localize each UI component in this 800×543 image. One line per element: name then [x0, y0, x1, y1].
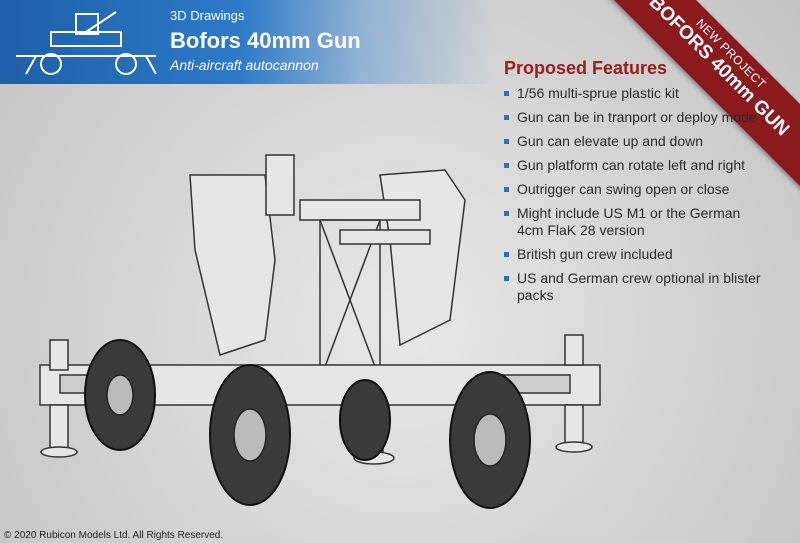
- feature-text: British gun crew included: [517, 246, 673, 262]
- feature-text: Might include US M1 or the German 4cm Fl…: [517, 205, 741, 238]
- bullet-icon: [504, 211, 509, 216]
- list-item: Might include US M1 or the German 4cm Fl…: [504, 205, 764, 239]
- bullet-icon: [504, 163, 509, 168]
- bullet-icon: [504, 276, 509, 281]
- header-kicker: 3D Drawings: [170, 8, 245, 23]
- feature-text: 1/56 multi-sprue plastic kit: [517, 85, 679, 101]
- features-panel: Proposed Features 1/56 multi-sprue plast…: [504, 58, 764, 311]
- gun-drawing: [39, 154, 601, 509]
- list-item: Gun can be in tranport or deploy mode: [504, 109, 764, 126]
- feature-text: US and German crew optional in blister p…: [517, 270, 761, 303]
- feature-text: Gun can be in tranport or deploy mode: [517, 109, 757, 125]
- features-title: Proposed Features: [504, 58, 668, 78]
- gun-thumbnail-icon: [16, 11, 157, 75]
- list-item: Outrigger can swing open or close: [504, 181, 764, 198]
- feature-text: Outrigger can swing open or close: [517, 181, 730, 197]
- feature-list: 1/56 multi-sprue plastic kit Gun can be …: [504, 85, 764, 304]
- bullet-icon: [504, 252, 509, 257]
- page-title: Bofors 40mm Gun: [170, 28, 361, 53]
- copyright-text: © 2020 Rubicon Models Ltd. All Rights Re…: [4, 530, 224, 541]
- list-item: Gun platform can rotate left and right: [504, 157, 764, 174]
- bullet-icon: [504, 91, 509, 96]
- list-item: British gun crew included: [504, 246, 764, 263]
- list-item: US and German crew optional in blister p…: [504, 270, 764, 304]
- list-item: Gun can elevate up and down: [504, 133, 764, 150]
- bullet-icon: [504, 187, 509, 192]
- list-item: 1/56 multi-sprue plastic kit: [504, 85, 764, 102]
- bullet-icon: [504, 139, 509, 144]
- page-subtitle: Anti-aircraft autocannon: [170, 57, 319, 73]
- feature-text: Gun can elevate up and down: [517, 133, 704, 149]
- bullet-icon: [504, 115, 509, 120]
- feature-text: Gun platform can rotate left and right: [517, 157, 746, 173]
